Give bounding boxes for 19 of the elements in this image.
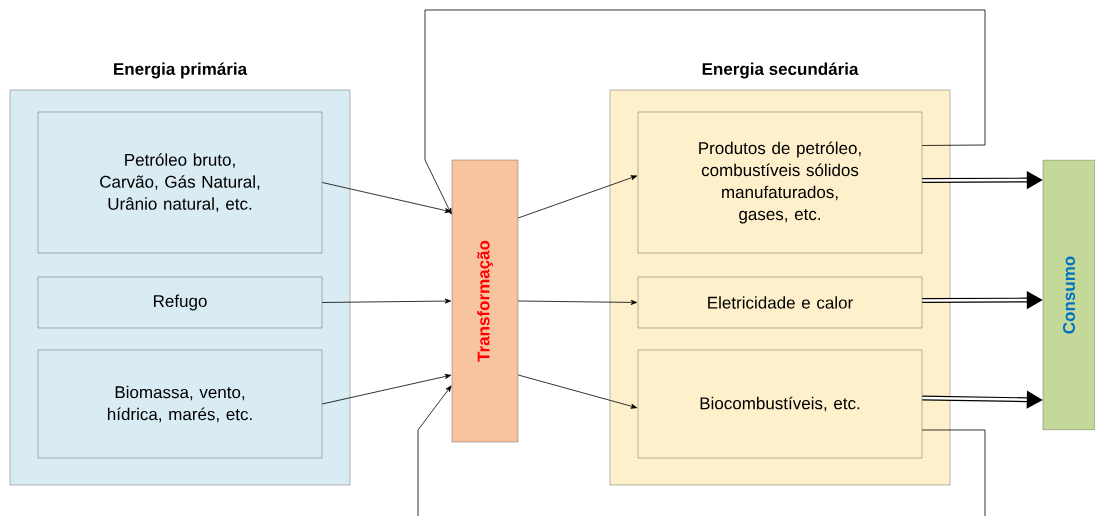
arrow bbox=[321, 298, 452, 304]
panel-heading: Energia secundária bbox=[702, 62, 859, 79]
arrow bbox=[321, 374, 452, 405]
product-box: Biocombustíveis, etc. bbox=[637, 349, 923, 459]
product-box: Produtos de petróleo, combustíveis sólidos manufaturados, gases, etc. bbox=[637, 111, 923, 254]
feedback-arrow bbox=[417, 385, 986, 516]
source-box: Petróleo bruto, Carvão, Gás Natural, Urânio natural, etc. bbox=[37, 111, 323, 254]
source-box: Refugo bbox=[37, 276, 323, 329]
arrow bbox=[517, 299, 638, 305]
feedback-arrow bbox=[424, 9, 986, 215]
arrow bbox=[321, 182, 452, 213]
source-box: Biomassa, vento, hídrica, marés, etc. bbox=[37, 349, 323, 459]
product-box: Eletricidade e calor bbox=[637, 276, 923, 329]
arrow bbox=[517, 374, 638, 409]
arrow bbox=[517, 175, 638, 219]
panel-heading: Energia primária bbox=[114, 62, 248, 79]
flow-arrow bbox=[922, 390, 1043, 409]
consumer-box: Consumo bbox=[1042, 159, 1095, 431]
process-box: Transformação bbox=[451, 159, 519, 443]
